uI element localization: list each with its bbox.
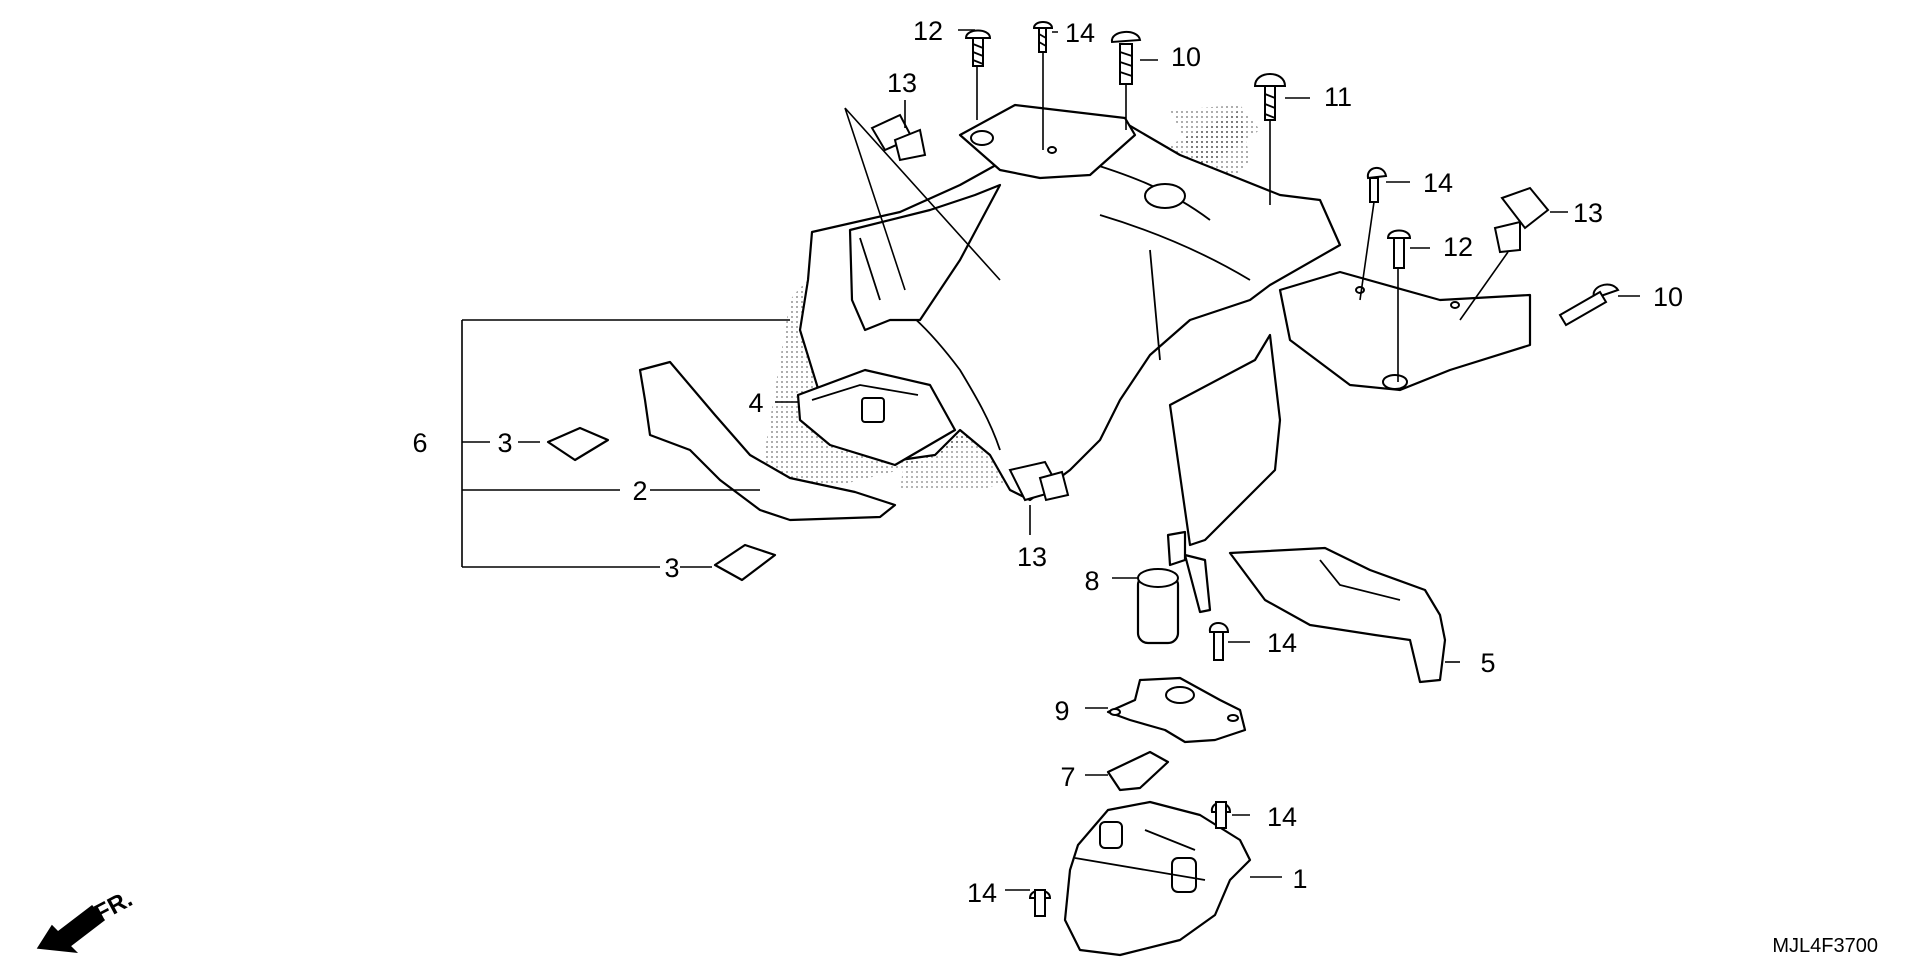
clip-13-lower-icon [1008, 460, 1070, 502]
screw-14-top-icon [1032, 21, 1054, 53]
part-7-clip [1106, 750, 1170, 792]
part-3-pad-upper [546, 426, 610, 462]
callout-6: 6 [412, 428, 427, 458]
leader-lines [461, 29, 1640, 891]
bolt-12-top-icon [964, 29, 992, 67]
screw-14-bottom-left-icon [1028, 889, 1052, 917]
part-2-strip [638, 360, 897, 522]
screw-14-right-icon [1366, 167, 1388, 203]
callout-14-right: 14 [1423, 168, 1453, 198]
callout-14-lower: 14 [1267, 802, 1297, 832]
part-9-bracket [1106, 676, 1247, 744]
top-bracket [958, 103, 1137, 180]
callout-3-lower: 3 [664, 553, 679, 583]
part-1-cover [1063, 800, 1252, 957]
front-arrow-icon [36, 904, 106, 953]
clip-13-upper-left-icon [870, 113, 927, 162]
bolt-10-top-icon [1111, 31, 1142, 85]
callouts: 12 14 10 11 13 14 13 12 10 4 6 3 2 3 13 … [412, 16, 1683, 908]
callout-10-top: 10 [1171, 42, 1201, 72]
callout-8: 8 [1084, 566, 1099, 596]
left-flap [848, 183, 1002, 332]
bolt-12-right-icon [1386, 229, 1412, 269]
callout-4: 4 [748, 388, 763, 418]
callout-14-mid: 14 [1267, 628, 1297, 658]
right-panel [1168, 333, 1282, 547]
bolt-11-icon [1253, 73, 1287, 121]
callout-14-top: 14 [1065, 18, 1095, 48]
callout-12-right: 12 [1443, 232, 1473, 262]
callout-10-right: 10 [1653, 282, 1683, 312]
right-bracket [1278, 270, 1532, 392]
callout-13-upper-left: 13 [887, 68, 917, 98]
callout-13-lower: 13 [1017, 542, 1047, 572]
bolt-10-right-icon [1558, 283, 1620, 327]
screw-14-lower-icon [1210, 801, 1232, 829]
front-direction: FR. [36, 885, 137, 953]
callout-11: 11 [1324, 82, 1352, 112]
callout-7: 7 [1060, 762, 1075, 792]
callout-14-bottom-left: 14 [967, 878, 997, 908]
part-8-key-cylinder [1136, 530, 1212, 645]
callout-12-top: 12 [913, 16, 943, 46]
callout-13-right: 13 [1573, 198, 1603, 228]
screw-14-mid-icon [1208, 622, 1230, 661]
part-4-tray [796, 368, 957, 467]
part-3-pad-lower [713, 543, 777, 582]
callout-2: 2 [632, 476, 647, 506]
callout-5: 5 [1480, 648, 1495, 678]
fasteners [870, 21, 1620, 917]
callout-9: 9 [1054, 696, 1069, 726]
callout-1: 1 [1292, 864, 1307, 894]
callout-3-upper: 3 [497, 428, 512, 458]
part-5-tray [1228, 546, 1447, 684]
clip-13-right-icon [1493, 186, 1550, 254]
diagram-code: MJL4F3700 [1772, 935, 1878, 957]
